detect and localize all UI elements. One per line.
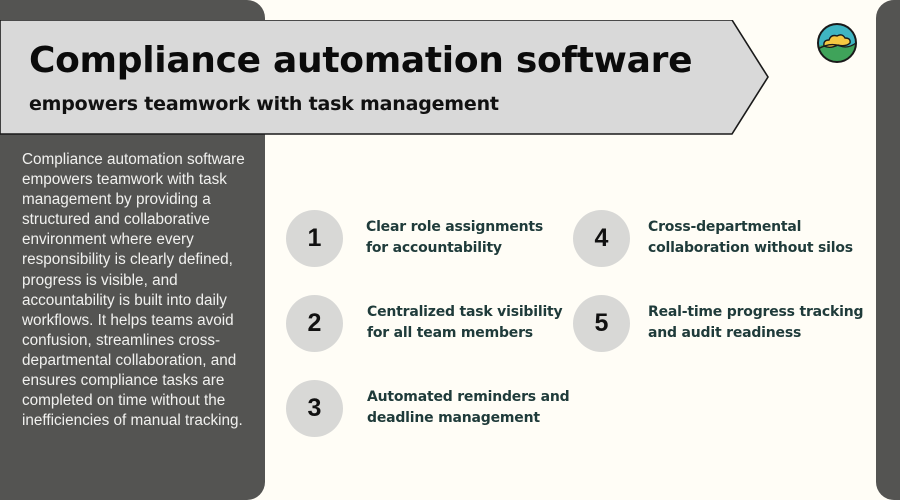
step-label: Centralized task visibility for all team… [367,304,563,341]
right-dark-panel [876,0,900,500]
description-text: Compliance automation software empowers … [22,151,245,430]
cloud-landscape-logo-icon [816,22,858,64]
step-number-badge: 3 [286,380,343,437]
step-label: Cross-departmental collaboration without… [648,219,853,256]
step-number-badge: 2 [286,295,343,352]
title-banner: Compliance automation software empowers … [0,20,770,135]
step-number-badge: 4 [573,210,630,267]
step-label: Real-time progress tracking and audit re… [648,304,864,341]
page-title: Compliance automation software [29,40,693,81]
step-number-badge: 1 [286,210,343,267]
page-subtitle: empowers teamwork with task management [29,93,499,115]
step-label: Automated reminders and deadline managem… [367,389,570,426]
step-label: Clear role assignments for accountabilit… [366,219,544,256]
step-number-badge: 5 [573,295,630,352]
banner-arrow-shape [0,20,769,135]
